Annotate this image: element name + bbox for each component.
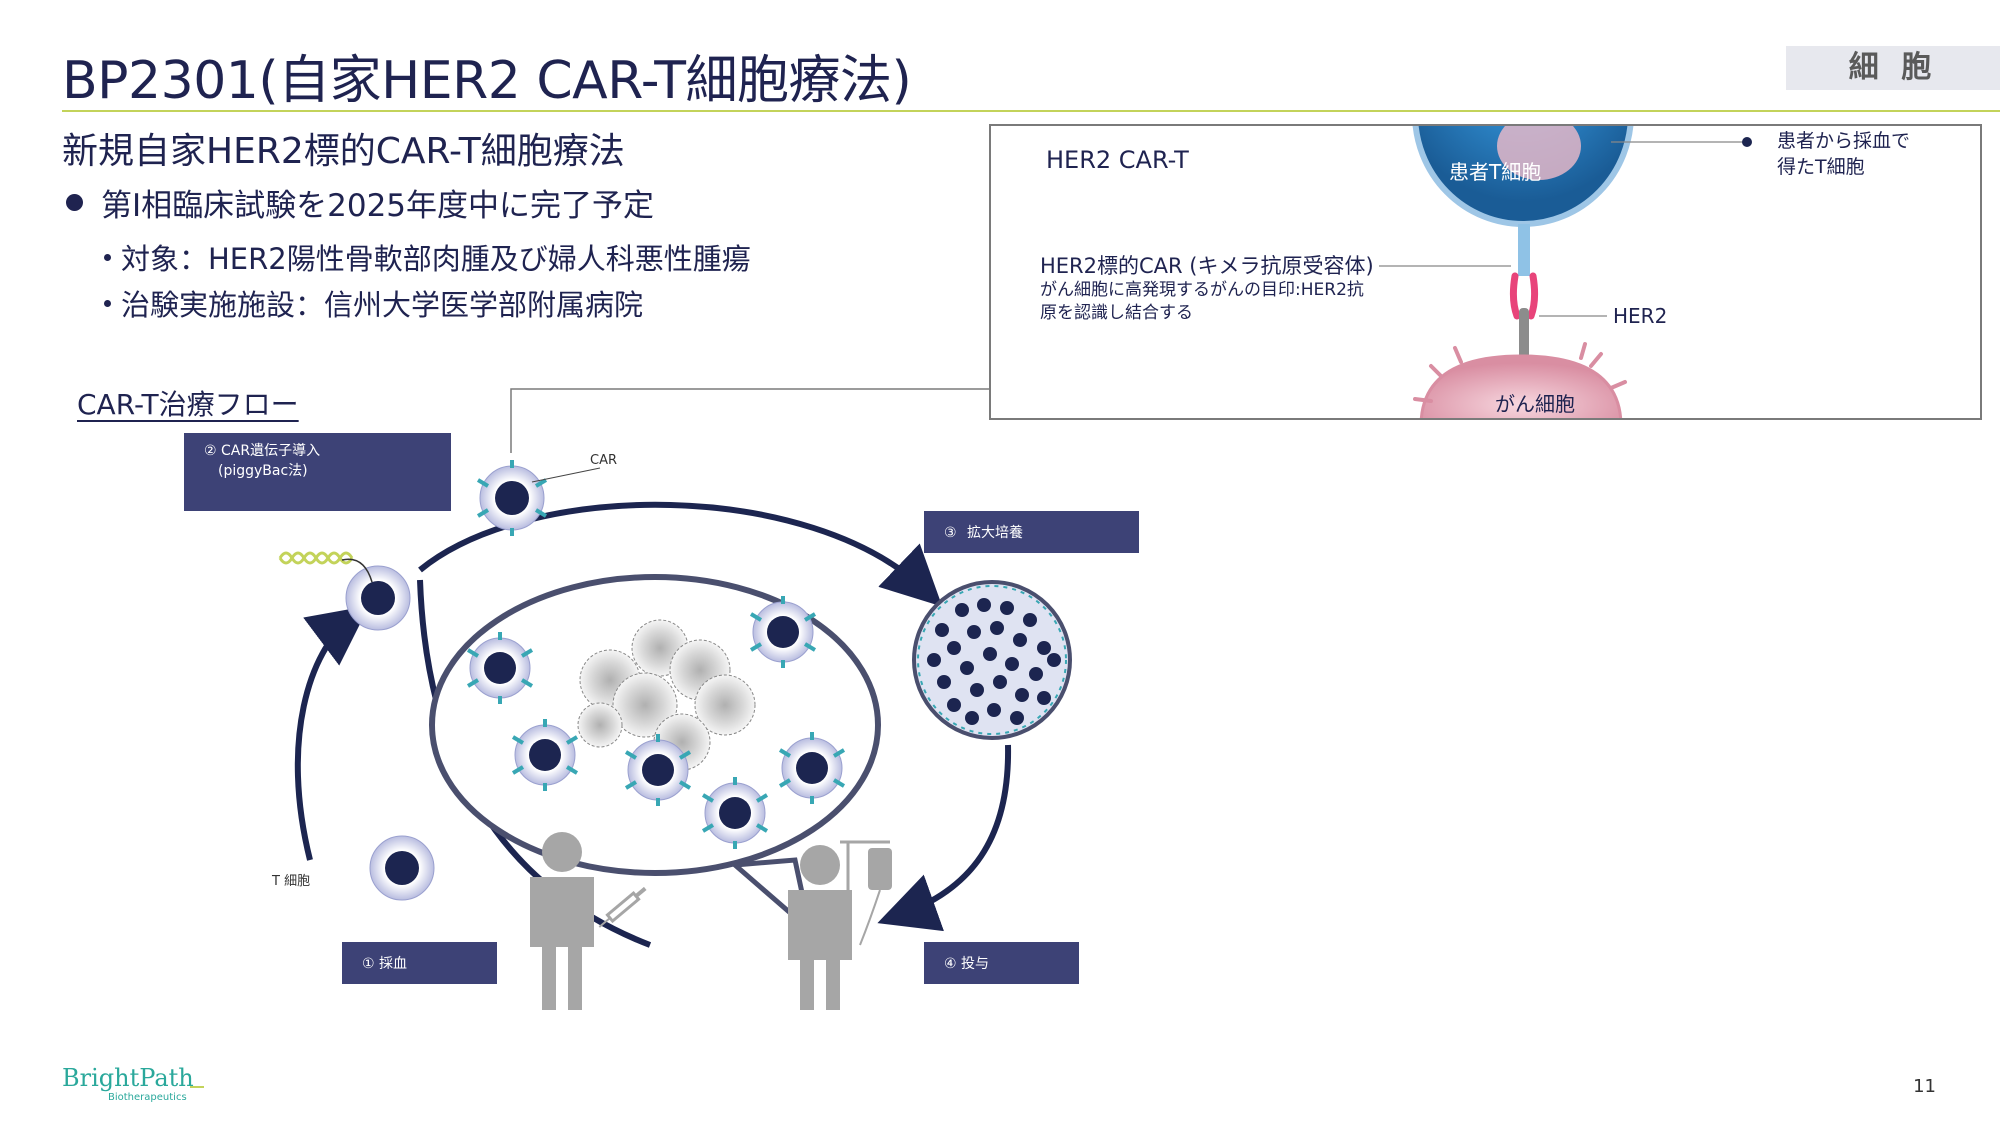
tumor-cluster [577, 619, 756, 771]
bullet-main-text: 第Ⅰ相臨床試験を2025年度中に完了予定 [101, 188, 655, 224]
car-desc-line2: 原を認識し結合する [1040, 303, 1193, 323]
step-number: ① [362, 956, 375, 972]
her2-label: HER2 [1613, 304, 1668, 328]
sub-bullet-dot [104, 300, 111, 307]
bullet-main: 第Ⅰ相臨床試験を2025年度中に完了予定 [66, 180, 654, 225]
car-pointer [531, 467, 601, 483]
car-desc-line1: がん細胞に高発現するがんの目印:HER2抗 [1040, 280, 1364, 300]
patient-note-line1: 患者から採血で [1777, 130, 1911, 152]
step-label: 採血 [379, 956, 408, 972]
connector-line [510, 388, 990, 453]
patient-t-cell-label: 患者T細胞 [1449, 160, 1542, 184]
step-1-box: ① 採血 [342, 942, 497, 984]
step-4-box: ④ 投与 [924, 942, 1079, 984]
flow-label: CAR-T治療フロー [77, 388, 299, 421]
logo-accent [190, 1086, 204, 1088]
car-label: HER2標的CAR (キメラ抗原受容体) [1040, 254, 1374, 278]
cancer-cell [1419, 354, 1623, 418]
car-cell [476, 460, 548, 536]
car-t-cells [466, 596, 846, 849]
step-label: CAR遺伝子導入 [221, 443, 321, 459]
cancer-cell-label: がん細胞 [1495, 392, 1575, 416]
step-number: ② [204, 443, 217, 459]
sub-bullet-site: 治験実施施設：信州大学医学部附属病院 [104, 282, 643, 324]
t-cell-label: T 細胞 [272, 874, 311, 889]
car-description: がん細胞に高発現するがんの目印:HER2抗 原を認識し結合する [1040, 279, 1364, 325]
step-sub-label: (piggyBac法) [218, 463, 308, 479]
cycle-arrow-top [418, 501, 943, 607]
company-logo-subtitle: Biotherapeutics [108, 1092, 187, 1103]
person-icon [530, 832, 594, 1010]
car-label: CAR [590, 453, 618, 468]
subtitle: 新規自家HER2標的CAR-T細胞療法 [62, 131, 625, 172]
t-cell-dna [345, 565, 411, 631]
title-divider [62, 110, 2000, 112]
iv-drip-icon [840, 840, 892, 960]
her2-car-t-panel: HER2 CAR-T 患者T細胞 患者から採血で 得たT細胞 HER2標的CAR… [989, 124, 1982, 420]
car-receptor [1518, 224, 1530, 276]
car-binding-domain [1509, 272, 1539, 320]
page-title: BP2301(自家HER2 CAR-T細胞療法) [62, 51, 912, 111]
cycle-arrow-right [877, 744, 1012, 932]
page-number: 11 [1913, 1076, 1936, 1097]
syringe-icon [598, 886, 647, 928]
company-logo: BrightPath [62, 1064, 194, 1092]
her2-illustration [1379, 126, 1752, 418]
car-t-flow-diagram [278, 460, 1072, 1010]
step-label: 投与 [961, 956, 990, 972]
sub-bullet-text: 対象：HER2陽性骨軟部肉腫及び婦人科悪性腫瘍 [121, 242, 751, 276]
her2-antigen [1519, 308, 1529, 366]
t-cell [369, 835, 435, 901]
category-tag: 細 胞 [1786, 46, 2000, 90]
expansion-culture [912, 580, 1072, 740]
step-3-box: ③ 拡大培養 [924, 511, 1139, 553]
sub-bullet-dot [104, 254, 111, 261]
patient-note: 患者から採血で 得たT細胞 [1777, 128, 1910, 180]
step-2-box: ② CAR遺伝子導入 (piggyBac法) [184, 433, 451, 511]
cycle-arrow-up [294, 605, 370, 861]
step-number: ④ [944, 956, 957, 972]
step-number: ③ [944, 525, 957, 541]
step-label: 拡大培養 [967, 525, 1024, 541]
bullet-dot [66, 194, 83, 211]
panel-title: HER2 CAR-T [1046, 146, 1189, 174]
sub-bullet-target: 対象：HER2陽性骨軟部肉腫及び婦人科悪性腫瘍 [104, 236, 751, 278]
patient-note-line2: 得たT細胞 [1777, 156, 1865, 178]
sub-bullet-text: 治験実施施設：信州大学医学部附属病院 [121, 288, 644, 322]
person-icon [788, 845, 852, 1010]
